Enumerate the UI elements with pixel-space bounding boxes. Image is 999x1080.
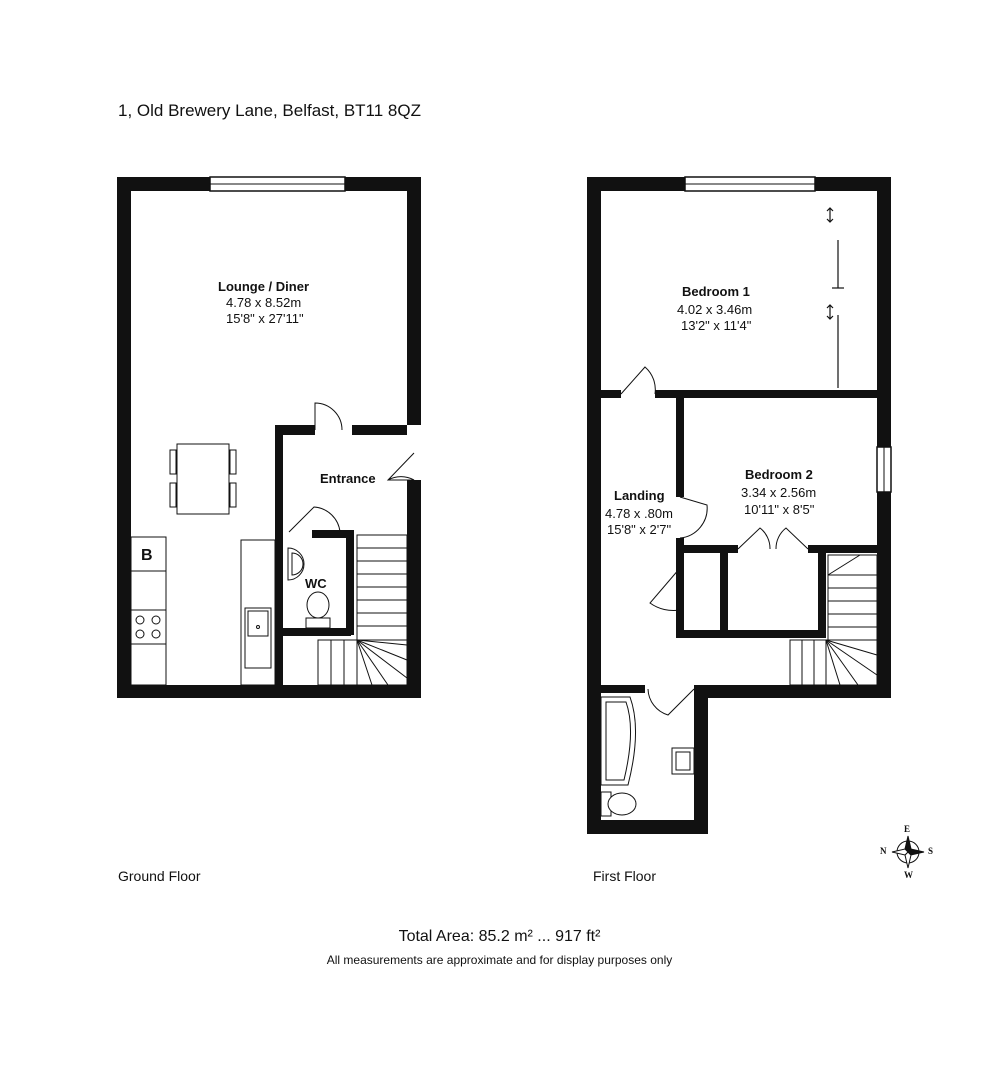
entrance-name: Entrance bbox=[320, 471, 376, 486]
ground-floor-plan bbox=[117, 176, 421, 698]
compass-north: N bbox=[880, 846, 887, 856]
wc-name: WC bbox=[305, 576, 327, 591]
landing-imperial: 15'8" x 2'7" bbox=[607, 522, 672, 537]
total-area: Total Area: 85.2 m² ... 917 ft² bbox=[398, 928, 601, 945]
lounge-imperial: 15'8" x 27'11" bbox=[226, 311, 304, 326]
compass-east: E bbox=[904, 824, 911, 834]
bedroom2-imperial: 10'11" x 8'5" bbox=[744, 502, 815, 517]
bedroom2-metric: 3.34 x 2.56m bbox=[741, 485, 817, 500]
property-address: 1, Old Brewery Lane, Belfast, BT11 8QZ bbox=[118, 101, 421, 120]
ground-floor-label: Ground Floor bbox=[118, 868, 201, 884]
boiler-icon: B bbox=[141, 547, 153, 564]
lounge-metric: 4.78 x 8.52m bbox=[226, 295, 302, 310]
bedroom1-imperial: 13'2" x 11'4" bbox=[681, 318, 752, 333]
compass-icon bbox=[891, 835, 925, 869]
landing-name: Landing bbox=[614, 488, 665, 503]
disclaimer: All measurements are approximate and for… bbox=[326, 953, 673, 967]
bedroom1-metric: 4.02 x 3.46m bbox=[677, 302, 753, 317]
bedroom2-name: Bedroom 2 bbox=[745, 467, 813, 482]
first-floor-label: First Floor bbox=[593, 868, 656, 884]
first-floor-plan bbox=[587, 176, 892, 834]
landing-metric: 4.78 x .80m bbox=[605, 506, 673, 521]
compass-west: W bbox=[904, 870, 913, 880]
compass-south: S bbox=[928, 846, 934, 856]
lounge-name: Lounge / Diner bbox=[218, 279, 309, 294]
bedroom1-name: Bedroom 1 bbox=[682, 284, 750, 299]
